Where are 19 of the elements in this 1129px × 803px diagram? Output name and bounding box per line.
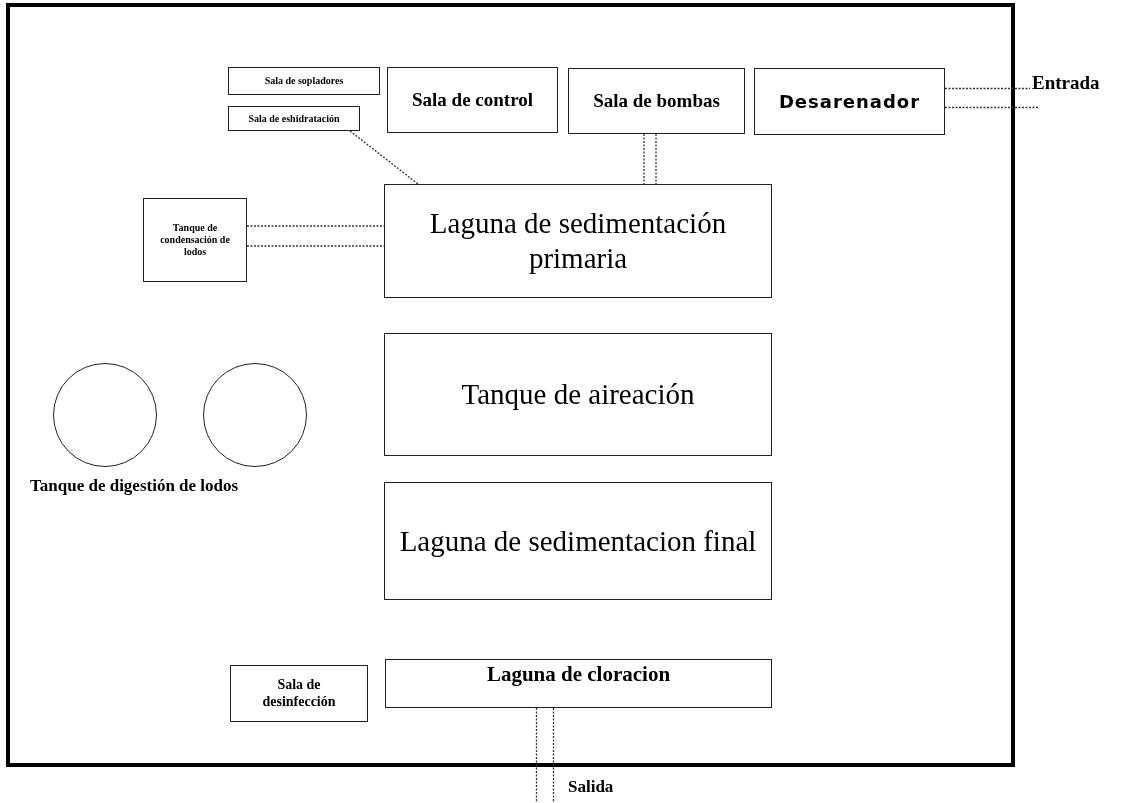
pipe-label: Entrada <box>1032 72 1100 94</box>
pipe-line <box>535 707 555 803</box>
room-box: Sala de desinfección <box>230 665 368 722</box>
lagoon-box: Laguna de sedimentación primaria <box>384 184 772 298</box>
pipe-label: Salida <box>568 777 614 797</box>
room-box: Sala de bombas <box>568 68 745 134</box>
tank-box: Desarenador <box>754 68 945 135</box>
pipe-line <box>349 130 419 185</box>
caption-text: Tanque de digestión de lodos <box>30 476 239 496</box>
pipe-line <box>246 225 385 247</box>
pipe-line <box>643 133 657 185</box>
room-box: Sala de control <box>387 67 558 133</box>
lagoon-box: Laguna de cloracion <box>385 659 772 708</box>
tank-box: Tanque de condensación de lodos <box>143 198 247 282</box>
pipe-line <box>944 87 1039 109</box>
tank-box: Tanque de aireación <box>384 333 772 456</box>
room-box: Sala de eshidratación <box>228 106 360 131</box>
lagoon-box: Laguna de sedimentacion final <box>384 482 772 600</box>
room-box: Sala de sopladores <box>228 67 380 95</box>
